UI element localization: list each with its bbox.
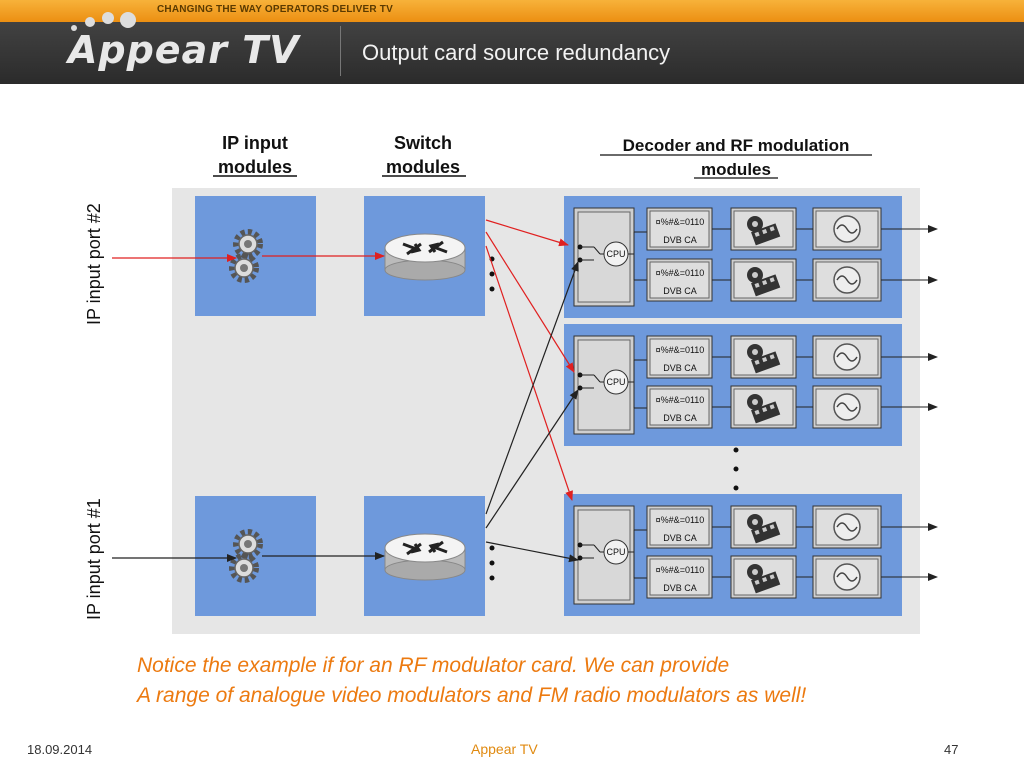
- logo: Appear TV: [68, 28, 300, 72]
- note-text: Notice the example if for an RF modulato…: [137, 651, 806, 711]
- column-header-decoder: Decoder and RF modulation modules: [600, 136, 872, 179]
- header-divider: [340, 26, 341, 76]
- logo-dots-icon: [71, 12, 136, 31]
- decoder-ca: DVB CA: [663, 286, 697, 296]
- decoder-code: ¤%#&=0110: [656, 217, 705, 227]
- decoder-code: ¤%#&=0110: [656, 565, 705, 575]
- cpu-label: CPU: [606, 377, 625, 387]
- decoder-ca: DVB CA: [663, 583, 697, 593]
- cpu-label: CPU: [606, 249, 625, 259]
- slide-title: Output card source redundancy: [362, 40, 671, 65]
- decoder-ca: DVB CA: [663, 363, 697, 373]
- tagline: CHANGING THE WAY OPERATORS DELIVER TV: [157, 4, 393, 15]
- column-header-switch: Switch modules: [382, 133, 466, 177]
- svg-text:Switch: Switch: [394, 133, 452, 153]
- page-number: 47: [944, 742, 959, 757]
- port-label-1: IP input port #1: [84, 498, 104, 620]
- black-routing-arrows: [485, 261, 579, 563]
- note-line-2: A range of analogue video modulators and…: [137, 684, 807, 707]
- svg-text:modules: modules: [386, 157, 460, 177]
- decoder-ca: DVB CA: [663, 413, 697, 423]
- redundancy-diagram: IP input modules Switch modules Decoder …: [84, 133, 1024, 634]
- port-label-2: IP input port #2: [84, 203, 104, 325]
- orange-banner: [0, 0, 1024, 22]
- svg-text:modules: modules: [701, 160, 771, 179]
- decoder-code: ¤%#&=0110: [656, 515, 705, 525]
- decoder-code: ¤%#&=0110: [656, 345, 705, 355]
- column-header-ip: IP input modules: [213, 133, 297, 177]
- decoder-ca: DVB CA: [663, 235, 697, 245]
- router-icon: [383, 232, 467, 282]
- svg-text:Decoder and RF modulation: Decoder and RF modulation: [623, 136, 850, 155]
- decoder-ca: DVB CA: [663, 533, 697, 543]
- slide-header: CHANGING THE WAY OPERATORS DELIVER TV Ap…: [0, 0, 1024, 84]
- router-icon: [383, 532, 467, 582]
- decoder-code: ¤%#&=0110: [656, 395, 705, 405]
- note-line-1: Notice the example if for an RF modulato…: [137, 654, 730, 677]
- ellipsis-dots: [489, 256, 739, 581]
- red-routing-arrows: [485, 219, 575, 501]
- decoder-code: ¤%#&=0110: [656, 268, 705, 278]
- svg-text:IP input: IP input: [222, 133, 288, 153]
- footer-date: 18.09.2014: [27, 742, 93, 757]
- footer-company: Appear TV: [471, 741, 538, 757]
- cpu-label: CPU: [606, 547, 625, 557]
- svg-text:modules: modules: [218, 157, 292, 177]
